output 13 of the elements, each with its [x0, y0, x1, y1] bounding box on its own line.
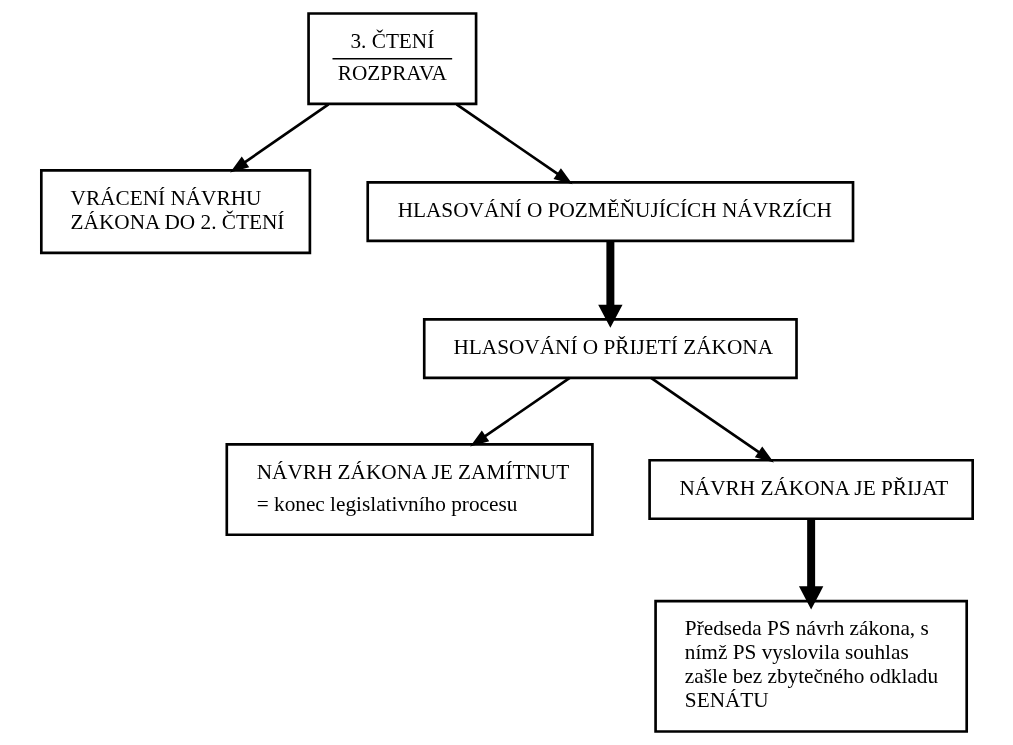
arrow	[597, 241, 623, 328]
node-box: HLASOVÁNÍ O POZMĚŇUJÍCÍCH NÁVRZÍCH	[365, 181, 854, 243]
node-box: VRÁCENÍ NÁVRHU ZÁKONA DO 2. ČTENÍ	[39, 169, 311, 255]
node-box: NÁVRH ZÁKONA JE PŘIJAT	[647, 458, 974, 521]
node-box: NÁVRH ZÁKONA JE ZAMÍTNUT = konec legislativního procesu	[224, 442, 594, 537]
arrow	[469, 376, 570, 447]
arrow	[229, 103, 329, 173]
node-box: 3. ČTENÍ ROZPRAVA	[306, 12, 477, 106]
arrow	[649, 376, 774, 463]
node-box: Předseda PS návrh zákona, s nímž PS vyslovila souhlas zašle bez zbytečného odkladu SENÁTU	[653, 599, 968, 733]
arrow	[798, 518, 823, 610]
arrow	[455, 103, 573, 185]
node-box: HLASOVÁNÍ O PŘIJETÍ ZÁKONA	[422, 318, 798, 380]
